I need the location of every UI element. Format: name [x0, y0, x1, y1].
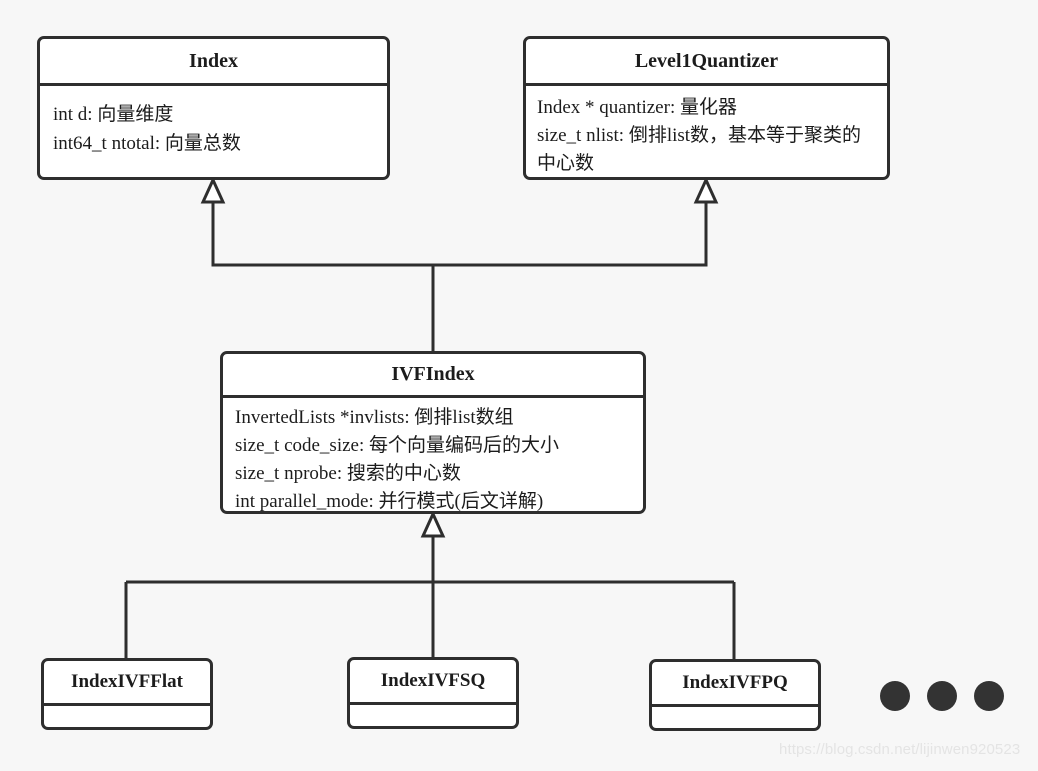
- attribute-row: int64_t ntotal: 向量总数: [53, 133, 241, 154]
- attribute-row: int d: 向量维度: [53, 104, 174, 125]
- ellipsis-dot-icon: [927, 681, 957, 711]
- class-box-ivfindex[interactable]: IVFIndex InvertedLists *invlists: 倒排list…: [220, 351, 646, 514]
- class-attributes-level1quantizer: Index * quantizer: 量化器 size_t nlist: 倒排l…: [526, 83, 887, 177]
- attribute-row: size_t nprobe: 搜索的中心数: [235, 463, 461, 484]
- attribute-row: int parallel_mode: 并行模式(后文详解): [235, 491, 544, 512]
- attribute-row: Index * quantizer: 量化器: [537, 97, 737, 118]
- watermark-url: https://blog.csdn.net/lijinwen920523: [779, 741, 1021, 758]
- generalization-arrow-index: [200, 176, 226, 204]
- generalization-arrow-level1quantizer: [693, 176, 719, 204]
- class-box-index[interactable]: Index int d: 向量维度 int64_t ntotal: 向量总数: [37, 36, 390, 180]
- class-name-indexivfsq: IndexIVFSQ: [380, 670, 486, 691]
- class-attributes-index: int d: 向量维度 int64_t ntotal: 向量总数: [40, 83, 387, 177]
- edge-ivfindex-to-level1quantizer: [433, 202, 708, 267]
- class-name-indexivfpq: IndexIVFPQ: [682, 672, 788, 693]
- class-name-level1quantizer: Level1Quantizer: [634, 49, 779, 72]
- attribute-row: size_t nlist: 倒排list数，基本等于聚类的中心数: [537, 125, 862, 174]
- class-box-indexivfpq[interactable]: IndexIVFPQ: [649, 659, 821, 731]
- ellipsis-dot-icon: [974, 681, 1004, 711]
- class-attributes-indexivfsq: [350, 702, 516, 726]
- class-box-level1quantizer[interactable]: Level1Quantizer Index * quantizer: 量化器 s…: [523, 36, 890, 180]
- edge-ivfindex-to-index: [211, 202, 435, 351]
- class-name-ivfindex: IVFIndex: [391, 363, 475, 385]
- class-name-index: Index: [189, 49, 238, 72]
- ellipsis-more-subclasses-icon: [878, 680, 1008, 714]
- class-name-indexivfflat: IndexIVFFlat: [71, 671, 183, 692]
- generalization-arrow-ivfindex: [420, 510, 446, 538]
- class-box-indexivfflat[interactable]: IndexIVFFlat: [41, 658, 213, 730]
- class-attributes-indexivfpq: [652, 704, 818, 728]
- class-box-indexivfsq[interactable]: IndexIVFSQ: [347, 657, 519, 729]
- class-attributes-ivfindex: InvertedLists *invlists: 倒排list数组 size_t…: [223, 395, 643, 512]
- attribute-row: size_t code_size: 每个向量编码后的大小: [235, 435, 560, 456]
- ellipsis-dot-icon: [880, 681, 910, 711]
- class-attributes-indexivfflat: [44, 703, 210, 727]
- attribute-row: InvertedLists *invlists: 倒排list数组: [235, 407, 514, 428]
